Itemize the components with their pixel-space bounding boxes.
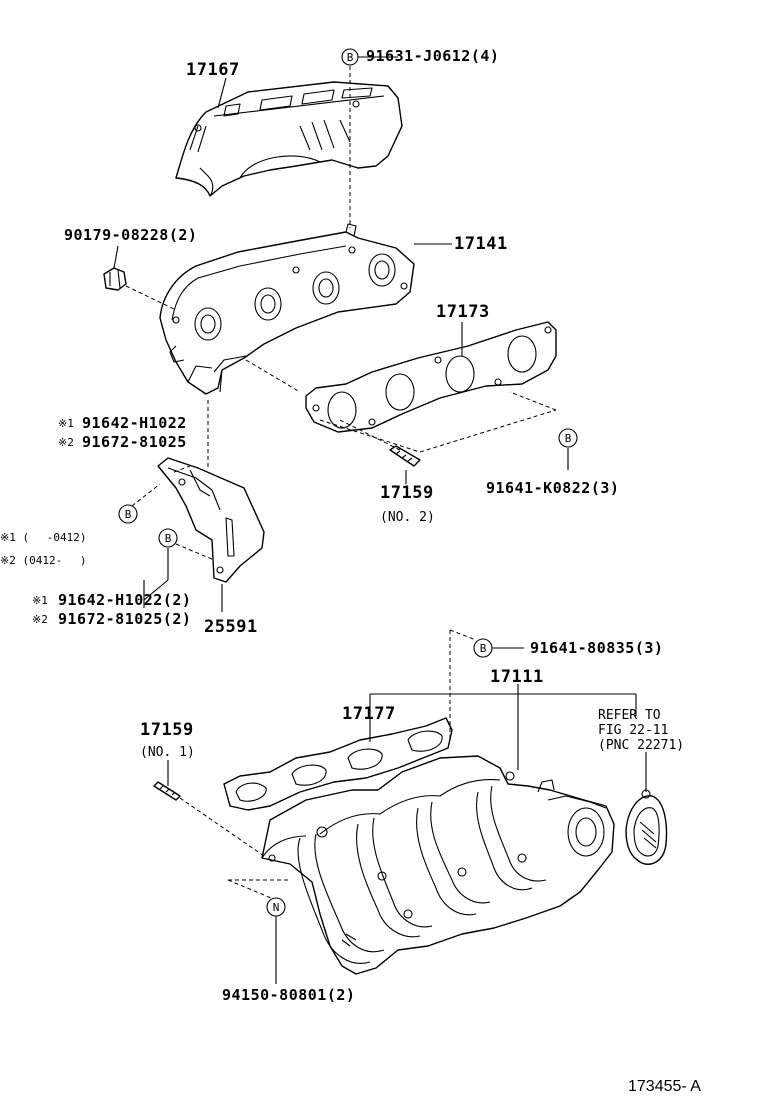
svg-text:B: B: [347, 51, 354, 64]
label-17141: 17141: [454, 234, 508, 254]
label-91642-h1022-2: 91642-H1022(2): [58, 591, 191, 609]
label-17159-no2-sub: (NO. 2): [380, 510, 435, 525]
refer-line-1: REFER TO: [598, 708, 661, 723]
note-2: ※2 (0412- ): [0, 554, 86, 567]
label-17111: 17111: [490, 667, 544, 687]
label-94150: 94150-80801(2): [222, 986, 355, 1004]
nut-marker-94150: N: [266, 897, 286, 917]
stud-no1-part: [153, 781, 181, 801]
throttle-gasket-part: [625, 789, 668, 865]
mark1-label: ※1: [58, 417, 74, 430]
note-1: ※1 ( -0412): [0, 531, 86, 544]
mark2-label: ※2: [58, 436, 74, 449]
svg-text:B: B: [480, 642, 487, 655]
heat-insulator-part: [175, 81, 403, 197]
svg-text:N: N: [273, 901, 280, 914]
label-17173: 17173: [436, 302, 490, 322]
label-90179: 90179-08228(2): [64, 226, 197, 244]
bolt-marker-91641-80835: B: [473, 638, 493, 658]
label-17177: 17177: [342, 704, 396, 724]
manifold-stay-part: [157, 457, 265, 583]
exhaust-gasket-part: [305, 321, 557, 433]
label-91631: 91631-J0612(4): [366, 47, 499, 65]
label-91672-81025-2: 91672-81025(2): [58, 610, 191, 628]
mark2-label-2: ※2: [32, 613, 48, 626]
bolt-marker-91642-left: B: [118, 504, 138, 524]
bolt-marker-91631: B: [341, 48, 359, 66]
label-91672-81025: 91672-81025: [82, 433, 187, 451]
mark1-label-2: ※1: [32, 594, 48, 607]
refer-line-2: FIG 22-11: [598, 723, 668, 738]
leader-lines: [113, 56, 647, 984]
figure-id: 173455- A: [628, 1078, 701, 1095]
label-25591: 25591: [204, 617, 258, 637]
bolt-marker-91641-k0822: B: [558, 428, 578, 448]
svg-text:B: B: [125, 508, 132, 521]
svg-text:B: B: [165, 532, 172, 545]
label-17159-no1-sub: (NO. 1): [140, 745, 195, 760]
svg-text:B: B: [565, 432, 572, 445]
label-91642-h1022: 91642-H1022: [82, 414, 187, 432]
bolt-marker-91642-mid: B: [158, 528, 178, 548]
label-17159-no2: 17159: [380, 483, 434, 503]
stud-no2-part: [389, 445, 421, 467]
label-91641-k0822: 91641-K0822(3): [486, 479, 619, 497]
label-17159-no1: 17159: [140, 720, 194, 740]
nut-part: [103, 267, 127, 291]
refer-line-3: (PNC 22271): [598, 738, 684, 753]
exhaust-manifold-part: [159, 223, 415, 395]
label-17167: 17167: [186, 60, 240, 80]
intake-manifold-part: [261, 755, 615, 975]
label-91641-80835: 91641-80835(3): [530, 639, 663, 657]
